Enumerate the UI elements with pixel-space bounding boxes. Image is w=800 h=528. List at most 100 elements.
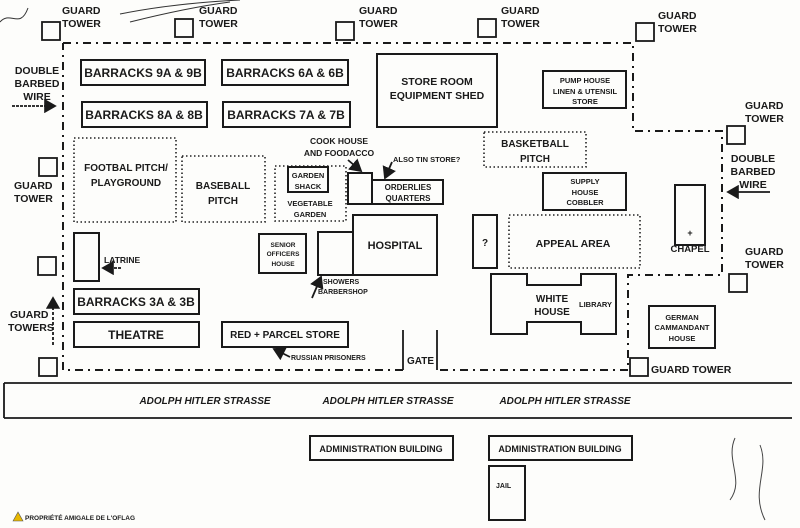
road-label: ADOLPH HITLER STRASSE (321, 396, 453, 407)
parcel-store (221, 321, 349, 348)
white-house-label: WHITE (536, 294, 569, 305)
guard-tower-label: TOWER (14, 193, 53, 205)
senior-officers-label: SENIOR (271, 242, 296, 249)
commandant-label: CAMMANDANT (655, 323, 710, 332)
barracks-9-label: BARRACKS 9A & 9B (84, 66, 202, 80)
barbed-wire-label: DOUBLE (15, 65, 59, 77)
cook-house-label: COOK HOUSE (310, 136, 368, 146)
cross-icon: + (687, 228, 692, 238)
barbed-wire-label: BARBED (15, 78, 60, 90)
barbed-wire-left: DOUBLE BARBED WIRE (15, 65, 60, 103)
pump-house-label: STORE (572, 97, 598, 106)
guard-tower-labels: GUARD TOWER GUARD TOWER GUARD TOWER GUAR… (8, 5, 784, 376)
cook-house-arrow (347, 158, 363, 173)
vegetable-garden (274, 165, 347, 222)
garden-shack-label: SHACK (295, 182, 322, 191)
guard-towers-label: TOWERS (8, 322, 54, 334)
guard-tower-label: TOWER (658, 23, 697, 35)
cook-house-label: AND FOODACCO (304, 148, 375, 158)
guard-tower-label: GUARD (501, 5, 540, 17)
barracks-6 (221, 59, 349, 86)
baseball-pitch-label: BASEBALL (196, 181, 250, 192)
barracks-7-label: BARRACKS 7A & 7B (227, 108, 345, 122)
barbed-wire-label: BARBED (731, 166, 776, 178)
white-house (490, 273, 617, 335)
orderlies-label: QUARTERS (386, 194, 432, 203)
showers-barbershop (317, 231, 354, 276)
guard-tower-label: GUARD (359, 5, 398, 17)
guard-tower (635, 22, 655, 42)
guard-towers (37, 18, 748, 377)
road-label: ADOLPH HITLER STRASSE (138, 396, 270, 407)
theatre (73, 321, 200, 348)
senior-officers-label: HOUSE (271, 261, 295, 268)
supply-house-label: SUPPLY (570, 177, 599, 186)
guard-tower-label: TOWER (745, 113, 784, 125)
cook-house (347, 172, 373, 205)
jail-label: JAIL (496, 483, 512, 490)
guard-tower (477, 18, 497, 38)
guard-tower-label: TOWER (501, 18, 540, 30)
tin-store-arrow (382, 161, 396, 180)
unknown-building-label: ? (482, 238, 488, 249)
supply-house-label: COBBLER (566, 198, 604, 207)
warning-icon (12, 511, 24, 522)
supply-house-label: HOUSE (572, 188, 599, 197)
barbed-wire-label: WIRE (739, 179, 766, 191)
guard-tower (38, 157, 58, 177)
guard-tower-label: GUARD (14, 180, 53, 192)
basketball-pitch (483, 131, 587, 168)
barracks-8 (81, 101, 208, 128)
hospital (352, 214, 438, 276)
handwritten-scribble (729, 437, 766, 521)
white-house-label: HOUSE (534, 307, 570, 318)
chapel-label: CHAPEL (670, 244, 709, 255)
guard-tower (335, 21, 355, 41)
gate-label: GATE (407, 356, 434, 367)
showers-label: SHOWERS (323, 279, 360, 286)
barracks-6-label: BARRACKS 6A & 6B (226, 66, 344, 80)
showers-arrow (310, 275, 324, 299)
tin-store-label: ALSO TIN STORE? (393, 155, 461, 164)
guard-tower (629, 357, 649, 377)
hospital-label: HOSPITAL (368, 240, 423, 252)
baseball-pitch-label: PITCH (208, 196, 238, 207)
guard-tower (37, 256, 57, 276)
guard-tower-label: GUARD (62, 5, 101, 17)
orderlies-quarters (371, 179, 444, 205)
guard-tower (41, 21, 61, 41)
appeal-area-label: APPEAL AREA (536, 238, 611, 250)
russian-prisoners-arrow (272, 347, 291, 361)
road-label: ADOLPH HITLER STRASSE (498, 396, 630, 407)
basketball-pitch-label: PITCH (520, 154, 550, 165)
guard-tower (728, 273, 748, 293)
administration-building (309, 435, 454, 461)
german-commandant-house (648, 305, 716, 349)
library-label: LIBRARY (579, 300, 612, 309)
store-room-label: EQUIPMENT SHED (390, 90, 485, 102)
garden-shack (287, 166, 329, 193)
orderlies-label: ORDERLIES (385, 183, 432, 192)
barbed-wire-label: DOUBLE (731, 153, 775, 165)
guard-tower (38, 357, 58, 377)
senior-officers-house (258, 233, 307, 274)
guard-tower-label: TOWER (199, 18, 238, 30)
jail (488, 465, 526, 521)
guard-tower-label: TOWER (359, 18, 398, 30)
guard-tower (726, 125, 746, 145)
football-pitch (73, 137, 177, 223)
garden-shack-label: GARDEN (292, 171, 325, 180)
pump-house-label: LINEN & UTENSIL (553, 87, 618, 96)
guard-tower-label: GUARD (745, 246, 784, 258)
guard-tower-label: GUARD (658, 10, 697, 22)
barbed-wire-label: WIRE (23, 91, 50, 103)
chapel (674, 184, 706, 246)
guard-tower-label: TOWER (62, 18, 101, 30)
showers-label: BARBERSHOP (318, 289, 368, 296)
guard-tower (174, 18, 194, 38)
administration-label: ADMINISTRATION BUILDING (498, 444, 621, 454)
russian-prisoners-label: RUSSIAN PRISONERS (291, 355, 366, 362)
theatre-label: THEATRE (108, 328, 164, 342)
